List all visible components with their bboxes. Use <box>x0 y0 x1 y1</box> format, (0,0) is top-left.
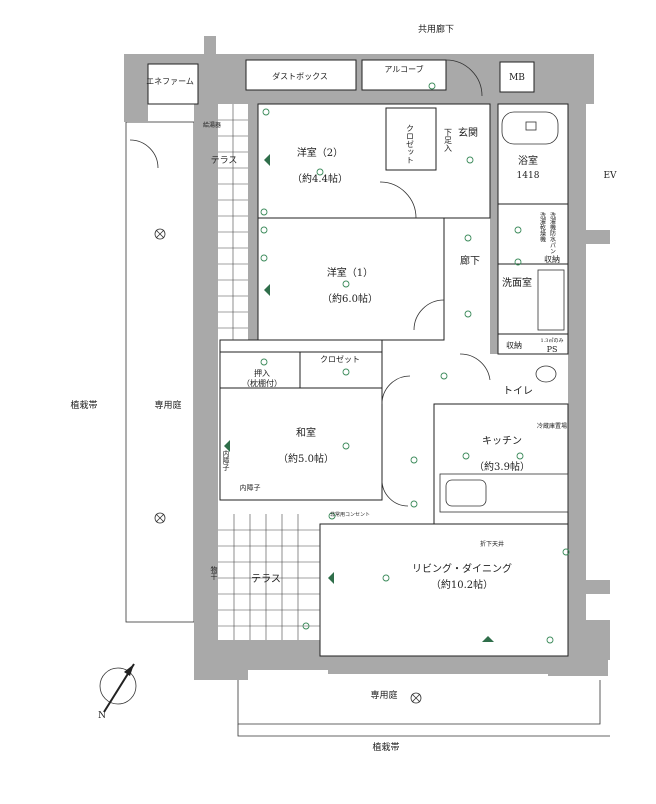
label-bath-size: 1418 <box>517 171 540 181</box>
window-marks <box>224 154 494 642</box>
room-fills <box>148 60 568 656</box>
label-terrace-top: テラス <box>211 155 238 166</box>
label-planting-left: 植栽帯 <box>70 399 97 411</box>
label-laundry-dryer: 洗濯乾燥機 <box>539 211 546 243</box>
label-living-dining-size: （約10.2帖） <box>431 578 493 591</box>
label-private-garden-bottom: 専用庭 <box>370 689 397 701</box>
label-ceiling-drop: 折下天井 <box>480 540 504 548</box>
terrace-tiles-top <box>218 104 248 340</box>
label-shoji-b: 内障子 <box>240 483 261 492</box>
label-western-room-2-size: （約4.4帖） <box>292 172 348 185</box>
label-toilet: トイレ <box>503 386 533 397</box>
label-western-room-1: 洋室（1） <box>327 266 373 279</box>
garden-outline-left <box>125 121 195 623</box>
wash-basin <box>537 269 565 331</box>
label-western-room-1-size: （約6.0帖） <box>322 292 378 305</box>
north-arrow-letter: N <box>98 711 106 721</box>
bath-drain <box>525 121 537 131</box>
terrace-tiles-bottom <box>218 514 320 640</box>
label-oshiire: 押入 <box>254 368 270 378</box>
garden-outline-bottom <box>237 680 601 725</box>
label-mb: MB <box>509 73 525 83</box>
label-storage-2: 収納 <box>506 340 522 350</box>
label-laundry-pan: 洗濯機防水パン <box>549 211 556 254</box>
label-private-garden-left: 専用庭 <box>154 399 181 411</box>
label-storage-terrace: 物干 <box>210 565 218 581</box>
label-bathroom: 浴室 <box>518 154 538 167</box>
label-water-heater: 給湯器 <box>203 121 221 129</box>
label-ps: PS <box>547 345 558 354</box>
kitchen-sink <box>445 479 487 507</box>
kitchen-counter <box>439 473 569 513</box>
north-arrow: N <box>98 663 137 721</box>
label-japanese-room-size: （約5.0帖） <box>278 452 334 465</box>
label-fridge: 冷蔵庫置場 <box>537 422 567 430</box>
label-closet-vertical: クロゼット <box>406 124 415 164</box>
label-alcove: アルコーブ <box>384 64 423 74</box>
label-oshiire-note: （枕棚付） <box>242 378 282 388</box>
label-ps-note: 1.3㎡のみ <box>541 337 564 344</box>
garden-outline-bottom-outer <box>237 724 610 737</box>
label-kitchen: キッチン <box>482 435 522 447</box>
label-hallway: 廊下 <box>460 254 480 267</box>
fixtures <box>260 82 570 644</box>
toilet-bowl <box>535 365 557 383</box>
bathtub <box>501 111 559 145</box>
label-washroom: 洗面室 <box>502 276 532 289</box>
label-shoe-box: 下足入 <box>444 128 453 152</box>
label-entrance: 玄関 <box>458 126 478 139</box>
label-ene-farm: エネファーム <box>146 77 194 86</box>
label-outlet: 非常用コンセント <box>330 511 370 518</box>
label-common-corridor: 共用廊下 <box>418 23 454 35</box>
label-storage-1: 収納 <box>544 254 560 264</box>
label-western-room-2: 洋室（2） <box>297 146 343 159</box>
label-planting-bottom: 植栽帯 <box>372 741 399 753</box>
label-ev: EV <box>603 171 617 181</box>
door-swings <box>129 59 491 507</box>
label-terrace-bottom: テラス <box>251 573 281 585</box>
tree-symbols <box>154 228 422 704</box>
label-japanese-room: 和室 <box>296 426 316 439</box>
room-outlines <box>147 59 569 657</box>
label-shoji-a: 内障子 <box>222 449 230 471</box>
label-kitchen-size: （約3.9帖） <box>474 460 530 473</box>
label-living-dining: リビング・ダイニング <box>412 562 512 575</box>
label-closet-horizontal: クロゼット <box>320 354 360 364</box>
label-dust-box: ダストボックス <box>272 71 328 81</box>
